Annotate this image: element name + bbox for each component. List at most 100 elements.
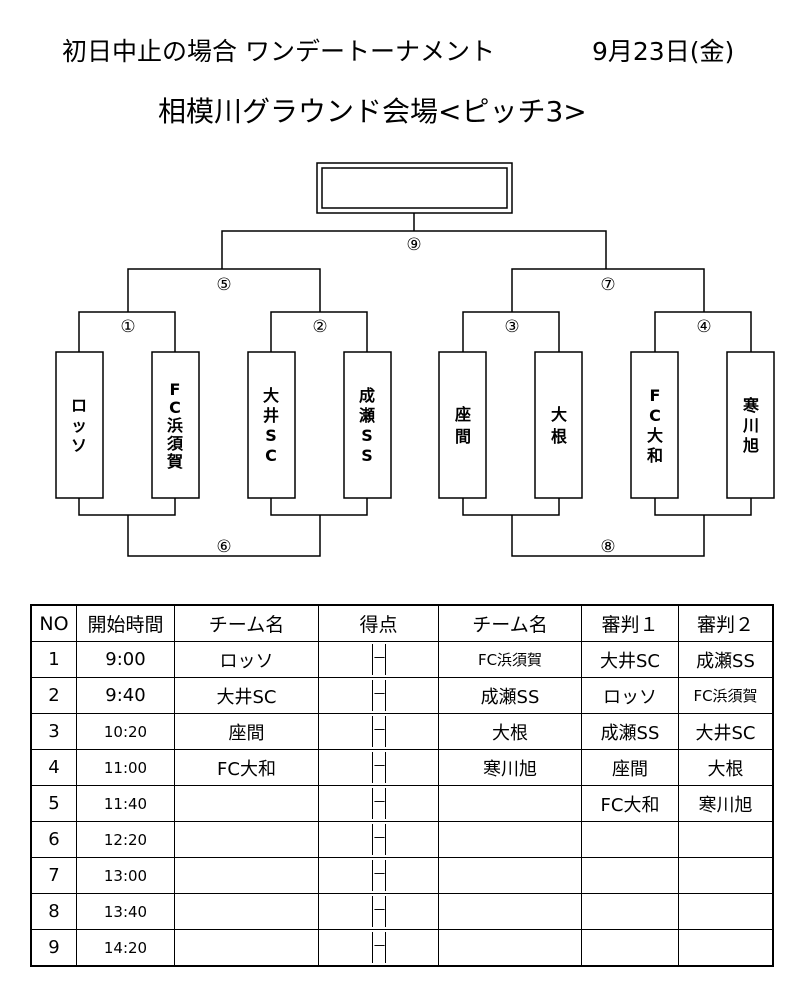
row-start-time: 14:20 (76, 929, 175, 967)
row-score: － (318, 821, 439, 858)
venue-title: 相模川グラウンド会場<ピッチ3> (158, 95, 587, 128)
row-start-time: 11:40 (76, 785, 175, 822)
row-team-b: 寒川旭 (438, 749, 582, 786)
row-start-time: 9:00 (76, 641, 175, 678)
row-no: 8 (30, 893, 77, 930)
row-team-b (438, 929, 582, 967)
row-start-time: 13:40 (76, 893, 175, 930)
row-score: － (318, 677, 439, 714)
match-label-8: ⑧ (600, 537, 615, 557)
row-referee-2: 成瀬SS (678, 641, 774, 678)
header-referee-2: 審判２ (678, 604, 774, 642)
match-label-4: ④ (696, 317, 711, 337)
row-team-a (174, 857, 319, 894)
row-no: 1 (30, 641, 77, 678)
row-referee-1 (581, 929, 679, 967)
header-score: 得点 (318, 604, 439, 642)
row-start-time: 10:20 (76, 713, 175, 750)
score-placeholder: － (371, 680, 387, 711)
row-referee-1 (581, 857, 679, 894)
row-referee-2 (678, 821, 774, 858)
row-team-a (174, 785, 319, 822)
score-placeholder: － (371, 932, 387, 963)
header-team-b: チーム名 (438, 604, 582, 642)
bracket-team-6: 大根 (551, 405, 567, 446)
row-no: 9 (30, 929, 77, 967)
page-title-line1: 初日中止の場合 ワンデートーナメント (62, 37, 495, 66)
row-score: － (318, 893, 439, 930)
header-start-time: 開始時間 (76, 604, 175, 642)
row-score: － (318, 749, 439, 786)
row-referee-1: 大井SC (581, 641, 679, 678)
row-no: 6 (30, 821, 77, 858)
score-placeholder: － (371, 644, 387, 675)
row-score: － (318, 641, 439, 678)
row-team-b: 大根 (438, 713, 582, 750)
row-no: 2 (30, 677, 77, 714)
score-placeholder: － (371, 896, 387, 927)
row-team-a (174, 893, 319, 930)
row-start-time: 13:00 (76, 857, 175, 894)
row-start-time: 9:40 (76, 677, 175, 714)
match-label-6: ⑥ (216, 537, 231, 557)
match-label-9: ⑨ (406, 235, 421, 255)
row-team-a (174, 929, 319, 967)
row-team-a: ロッソ (174, 641, 319, 678)
row-no: 4 (30, 749, 77, 786)
row-team-a: 座間 (174, 713, 319, 750)
match-label-2: ② (312, 317, 327, 337)
row-team-a: 大井SC (174, 677, 319, 714)
row-referee-2: 大井SC (678, 713, 774, 750)
score-placeholder: － (371, 716, 387, 747)
row-no: 5 (30, 785, 77, 822)
row-team-b (438, 821, 582, 858)
score-placeholder: － (371, 788, 387, 819)
score-placeholder: － (371, 752, 387, 783)
row-team-b: 成瀬SS (438, 677, 582, 714)
bracket-team-8: 寒川旭 (742, 396, 760, 455)
row-no: 7 (30, 857, 77, 894)
row-team-a: FC大和 (174, 749, 319, 786)
match-label-1: ① (120, 317, 135, 337)
row-score: － (318, 785, 439, 822)
winner-box-inner (321, 167, 508, 209)
header-team-a: チーム名 (174, 604, 319, 642)
row-score: － (318, 857, 439, 894)
row-team-b (438, 785, 582, 822)
schedule-header-row: NO 開始時間 チーム名 得点 チーム名 審判１ 審判２ (30, 604, 774, 642)
row-start-time: 11:00 (76, 749, 175, 786)
row-referee-2 (678, 929, 774, 967)
header-no: NO (30, 604, 77, 642)
row-start-time: 12:20 (76, 821, 175, 858)
row-referee-1: ロッソ (581, 677, 679, 714)
row-referee-1: 座間 (581, 749, 679, 786)
row-referee-2: 大根 (678, 749, 774, 786)
row-no: 3 (30, 713, 77, 750)
row-team-b (438, 893, 582, 930)
row-team-b: FC浜須賀 (438, 641, 582, 678)
row-referee-1 (581, 893, 679, 930)
header-referee-1: 審判１ (581, 604, 679, 642)
event-date: 9月23日(金) (592, 37, 735, 66)
row-referee-2: FC浜須賀 (678, 677, 774, 714)
match-label-5: ⑤ (216, 275, 231, 295)
row-referee-2 (678, 857, 774, 894)
match-label-7: ⑦ (600, 275, 615, 295)
row-team-a (174, 821, 319, 858)
bracket-team-1: ロッソ (71, 396, 87, 455)
